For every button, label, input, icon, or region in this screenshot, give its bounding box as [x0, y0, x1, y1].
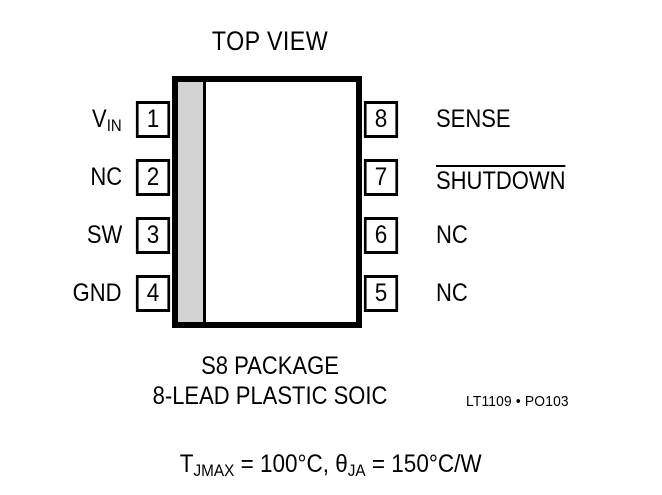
theta-ja-symbol: θ: [335, 450, 349, 478]
pin-7-number: 7: [374, 163, 388, 191]
pin-4-number: 4: [146, 279, 160, 307]
page-title: TOP VIEW: [211, 26, 329, 56]
pin-4-box: 4: [135, 275, 171, 312]
pin-6-signal-name: NC: [436, 221, 468, 249]
pin-5-label: NC: [436, 281, 468, 306]
pin-4-label: GND: [73, 281, 122, 306]
pin-3-box: 3: [135, 217, 171, 254]
pin-2-signal-name: NC: [90, 163, 122, 191]
theta-ja-value: = 150°C/W: [365, 450, 482, 478]
pin-2-number: 2: [146, 163, 160, 191]
pin-6-number: 6: [374, 221, 388, 249]
package-type-caption: 8-LEAD PLASTIC SOIC: [152, 382, 388, 410]
pin-5-signal-name: NC: [436, 279, 468, 307]
pin-7-box: 7: [363, 159, 399, 196]
pin-8-label: SENSE: [436, 107, 511, 132]
tjmax-value: = 100°C,: [234, 450, 336, 478]
pin-1-signal-name: V: [92, 105, 108, 133]
pin-3-number: 3: [146, 221, 160, 249]
package-name-caption: S8 PACKAGE: [201, 352, 339, 380]
pin-8-number: 8: [374, 105, 388, 133]
pin-1-subscript: IN: [107, 116, 122, 135]
pin-7-signal-name: SHUTDOWN: [436, 165, 566, 195]
pin-5-number: 5: [374, 279, 388, 307]
pin-2-label: NC: [90, 165, 122, 190]
pin-2-box: 2: [135, 159, 171, 196]
tjmax-subscript: JMAX: [193, 461, 235, 480]
tjmax-symbol: T: [180, 450, 194, 478]
pin-1-indicator-stripe: [178, 82, 206, 322]
pin-4-signal-name: GND: [73, 279, 122, 307]
pin-7-label: SHUTDOWN: [436, 165, 566, 194]
pin-1-label: VIN: [92, 105, 122, 136]
pin-6-label: NC: [436, 223, 468, 248]
theta-ja-subscript: JA: [348, 461, 366, 480]
pin-6-box: 6: [363, 217, 399, 254]
pin-5-box: 5: [363, 275, 399, 312]
pin-1-box: 1: [135, 101, 171, 138]
pin-3-label: SW: [87, 223, 122, 248]
thermal-specification: TJMAX = 100°C, θJA = 150°C/W: [0, 450, 662, 480]
pin-8-box: 8: [363, 101, 399, 138]
pin-3-signal-name: SW: [86, 221, 122, 249]
pin-1-number: 1: [146, 105, 160, 133]
pin-8-signal-name: SENSE: [436, 105, 511, 133]
part-number-marking: LT1109 • PO103: [466, 393, 569, 410]
